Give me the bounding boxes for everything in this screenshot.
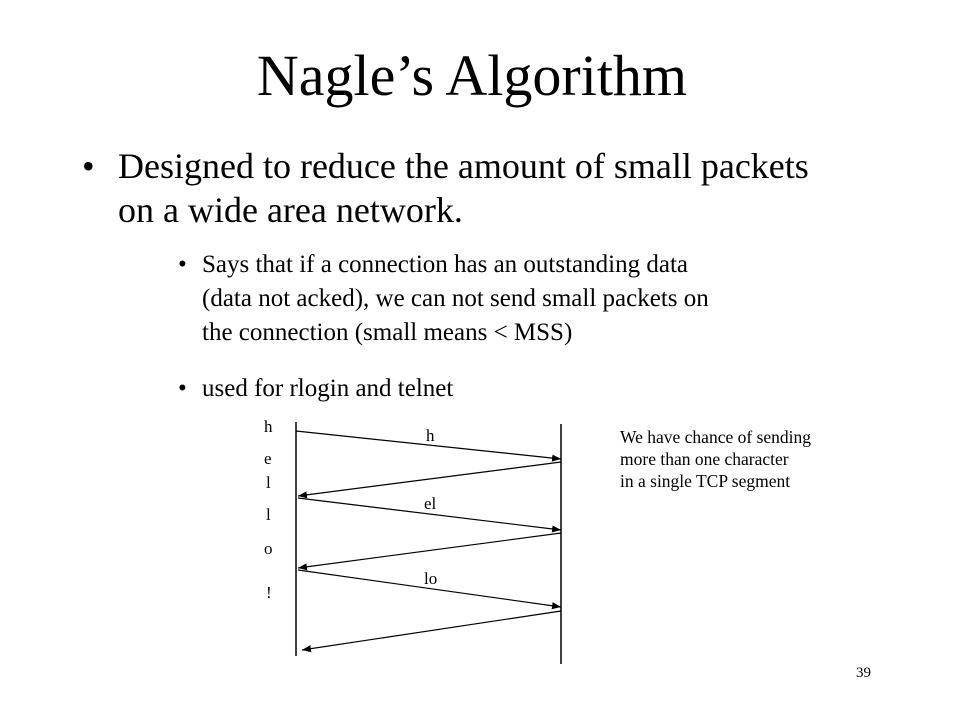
sub-bullet-line: used for rlogin and telnet <box>202 375 454 402</box>
note-line: We have chance of sending <box>620 427 812 447</box>
bullet-marker: • <box>178 375 187 402</box>
segment-label: el <box>424 494 437 513</box>
typed-char: o <box>264 539 273 558</box>
ack-arrow <box>297 461 562 499</box>
sub-bullet-line: (data not acked), we can not send small … <box>202 285 709 312</box>
ack-arrow <box>297 532 562 571</box>
slide-title: Nagle’s Algorithm <box>256 43 688 108</box>
segment-label: h <box>426 426 435 445</box>
sub-bullet-line: Says that if a connection has an outstan… <box>202 251 688 278</box>
typed-char: ! <box>266 583 272 602</box>
data-segment-arrow <box>295 430 562 462</box>
note-line: more than one character <box>620 449 789 469</box>
typed-char: e <box>264 449 272 468</box>
bullet-marker: • <box>178 251 187 278</box>
main-bullet-text: Designed to reduce the amount of small p… <box>118 146 809 230</box>
typed-char: h <box>264 417 273 436</box>
ack-arrow <box>301 610 562 653</box>
typed-char: l <box>266 505 271 524</box>
diagram-note: We have chance of sending more than one … <box>620 426 920 492</box>
sub-bullet-line: the connection (small means < MSS) <box>202 319 573 346</box>
page-number: 39 <box>856 665 871 681</box>
bullet-marker: • <box>82 146 95 186</box>
segment-label: lo <box>424 569 437 588</box>
typed-char: l <box>266 473 271 492</box>
data-segment-arrow <box>297 497 562 533</box>
note-line: in a single TCP segment <box>620 471 791 491</box>
data-segment-arrow <box>297 569 562 610</box>
